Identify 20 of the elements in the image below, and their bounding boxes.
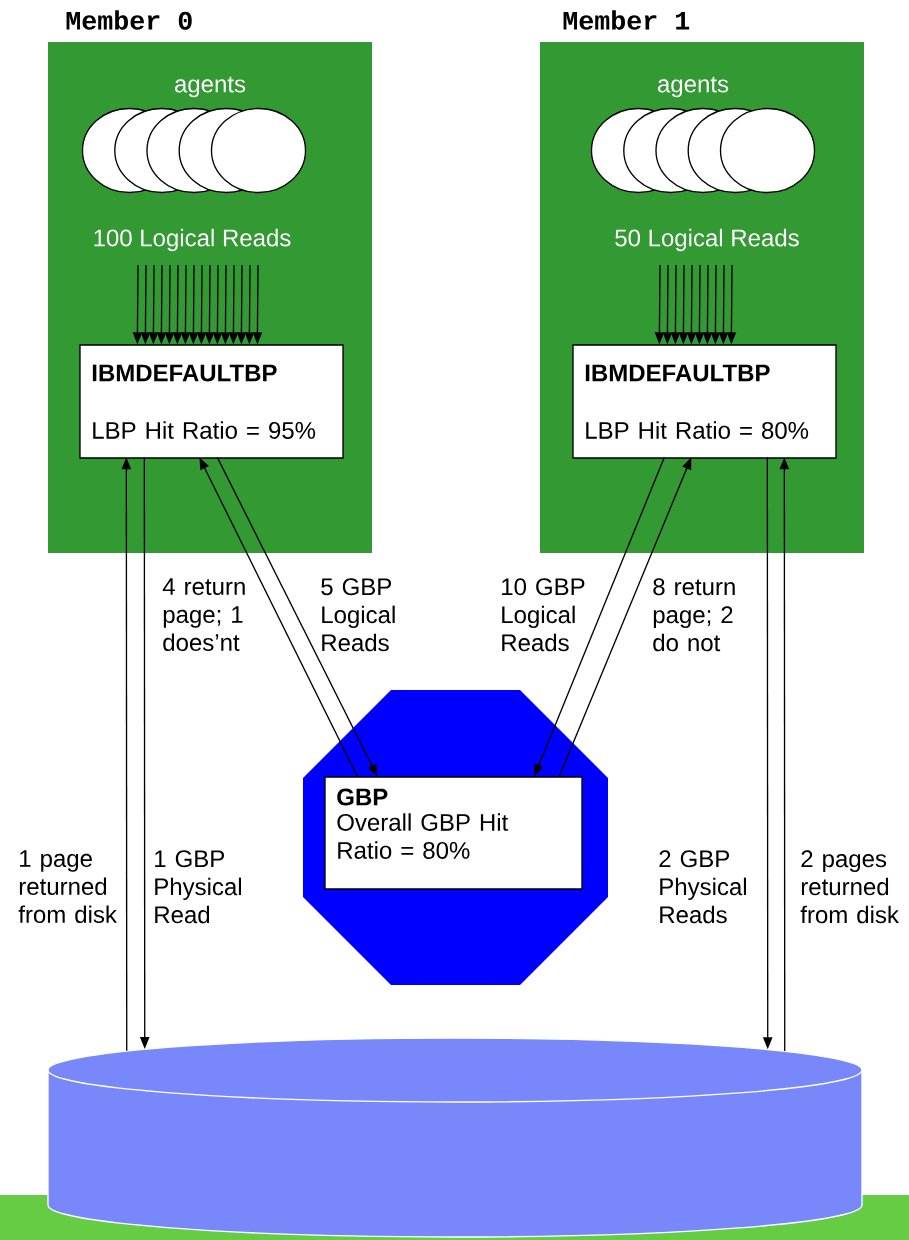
edge-label: 5 GBP Logical Reads: [321, 578, 395, 652]
pool-box: IBMDEFAULTBP LBP Hit Ratio = 95%: [79, 344, 344, 459]
pool-box: GBP Overall GBP Hit Ratio = 80%: [324, 776, 583, 890]
edge-label: 10 GBP Logical Reads: [502, 578, 585, 652]
edge-label: 2 GBP Physical Reads: [659, 850, 746, 924]
panel-label: agents: [658, 76, 729, 98]
edge-label: 1 page returned from disk: [18, 850, 117, 923]
agents-drawing: [81, 107, 307, 194]
agents-drawing: [590, 107, 816, 194]
disk-cylinder: [47, 1037, 863, 1238]
edge-label: 4 return page; 1 does’nt: [162, 578, 245, 651]
panel-label: 100 Logical Reads: [94, 228, 291, 252]
pool-box: IBMDEFAULTBP LBP Hit Ratio = 80%: [572, 344, 837, 459]
edge-label: 2 pages returned from disk: [800, 850, 899, 924]
member-heading: Member 0: [66, 10, 192, 30]
edge-label: 1 GBP Physical Read: [155, 850, 241, 924]
member-heading: Member 1: [563, 10, 690, 30]
panel-label: agents: [175, 76, 246, 98]
panel-label: 50 Logical Reads: [615, 228, 799, 252]
edge-label: 8 return page; 2 do not: [653, 578, 735, 652]
